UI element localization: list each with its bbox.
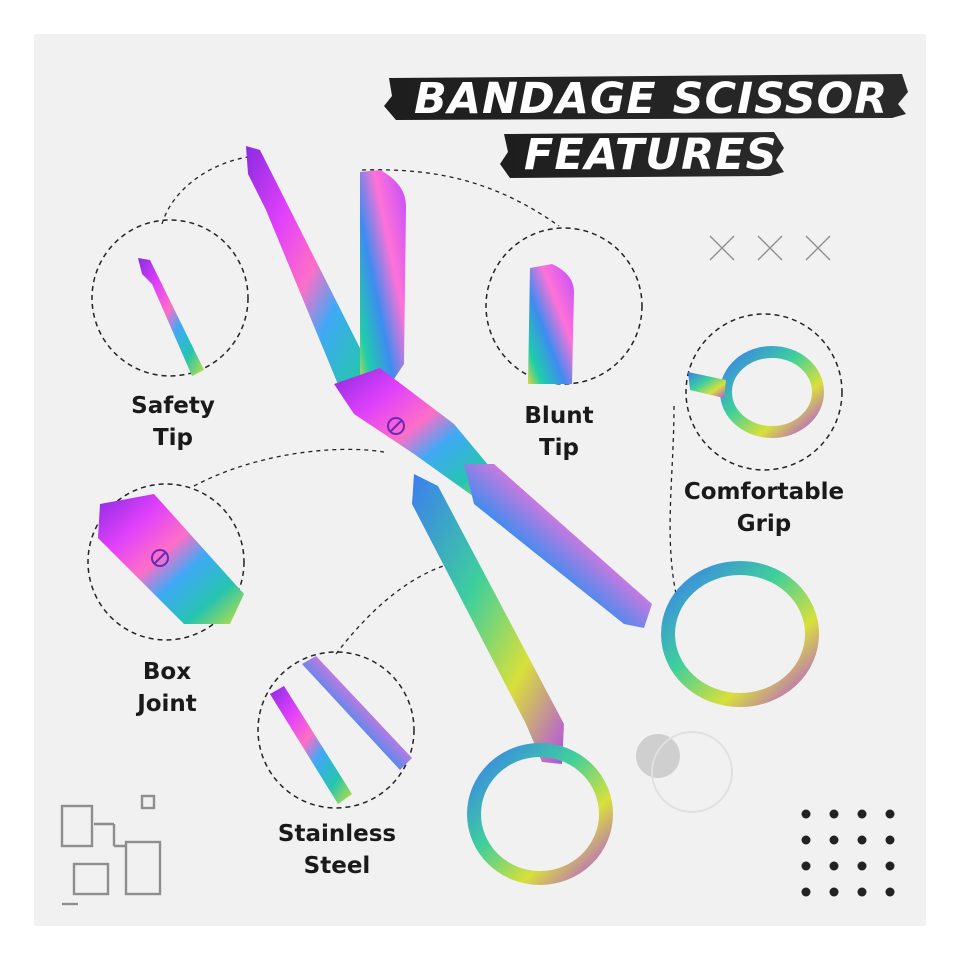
illustration (60, 74, 908, 906)
scissors-illustration (246, 146, 819, 885)
stainless-steel-zoom-circle (257, 651, 415, 809)
square-pattern-decoration (60, 794, 162, 906)
title-line-1: BANDAGE SCISSOR (414, 74, 889, 124)
box-joint-zoom-circle (87, 483, 245, 641)
title-banner (384, 74, 908, 178)
dot-grid-decoration (801, 809, 895, 897)
title-line-2: FEATURES (524, 130, 778, 180)
cross-pattern-decoration (709, 235, 831, 261)
circle-decoration (636, 731, 733, 813)
safety-tip-zoom-circle (91, 219, 249, 377)
connector-lines (161, 155, 677, 655)
blunt-tip-zoom-circle (485, 227, 643, 385)
comfortable-grip-zoom-circle (685, 313, 843, 471)
